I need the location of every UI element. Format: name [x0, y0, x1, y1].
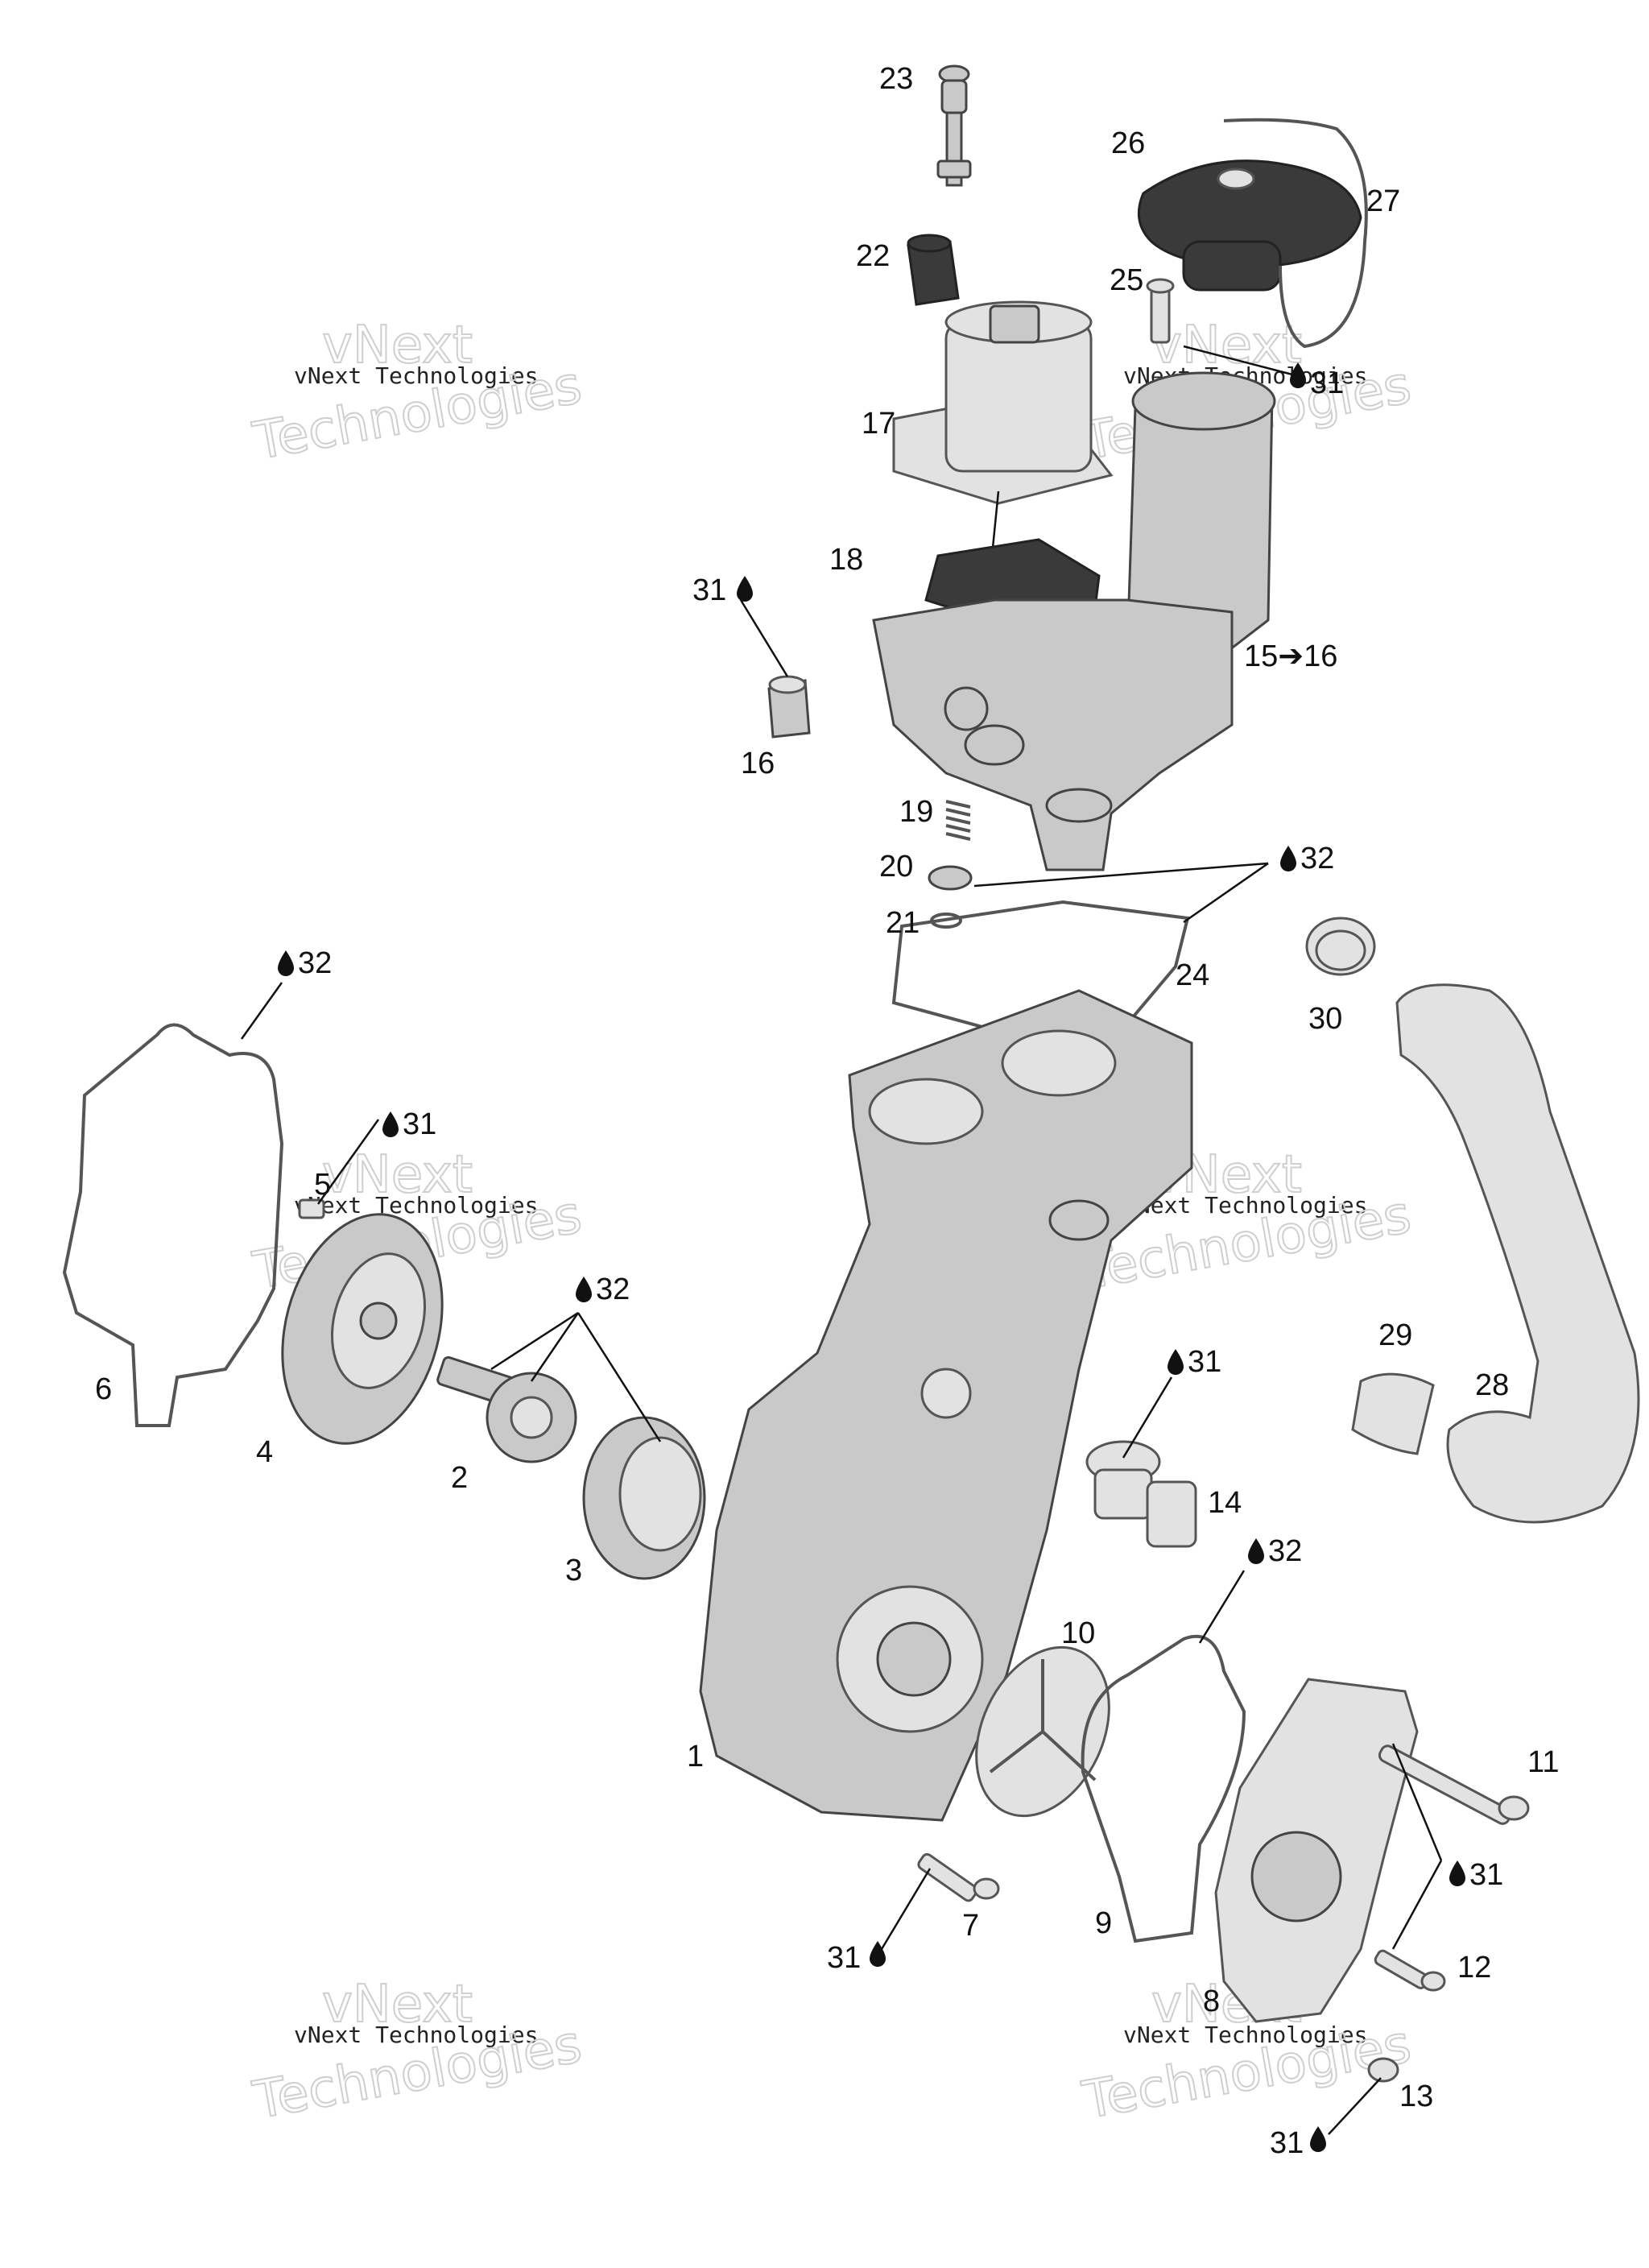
callout-1: 1 [687, 1740, 704, 1773]
callout-5: 5 [314, 1168, 331, 1202]
callout-19: 19 [899, 795, 933, 829]
callout-31: 31 [1188, 1345, 1221, 1379]
callout-29: 29 [1378, 1318, 1412, 1352]
callout-32: 32 [298, 946, 332, 980]
oil-drop-icon [1290, 362, 1306, 388]
callout-31: 31 [692, 573, 726, 607]
part-9-gasket [1081, 1634, 1246, 1943]
part-10-screen [975, 1645, 1110, 1818]
callout-21: 21 [886, 906, 920, 940]
callout-4: 4 [256, 1435, 273, 1469]
part-28-hose [1395, 983, 1640, 1524]
oil-drop-icon [278, 950, 294, 976]
watermark-line: vNext Technologies [294, 1192, 538, 1219]
callout-23: 23 [879, 62, 913, 96]
callout-2: 2 [451, 1461, 468, 1495]
part-23-bleed-screw [936, 64, 972, 187]
part-6-gasket [62, 1023, 284, 1427]
part-2-gear [436, 1355, 577, 1463]
part-3-rotor [582, 1416, 706, 1580]
part-19-spring [945, 800, 971, 841]
callout-31: 31 [1270, 2126, 1304, 2160]
part-20-washer [928, 865, 973, 891]
part-upper-housing [872, 598, 1234, 871]
watermark-top-left: vNext vNext Technologies Technologies [248, 315, 587, 473]
part-12-bolt [1374, 1949, 1446, 1992]
callout-25: 25 [1110, 263, 1143, 297]
part-1-main-housing [699, 989, 1193, 1822]
callouts: 23 26 27 22 25 31 17 18 31 15➔16 16 19 2… [95, 62, 1559, 2160]
leader-lines [240, 345, 1443, 2135]
watermark-line: vNext Technologies [1123, 1192, 1367, 1219]
watermark-vnext: vNext [1151, 316, 1302, 375]
callout-16: 16 [741, 747, 775, 780]
callout-31: 31 [1310, 366, 1344, 400]
callout-7: 7 [962, 1909, 979, 1943]
callout-13: 13 [1399, 2080, 1433, 2113]
part-13-plug [1367, 2057, 1399, 2083]
callout-18: 18 [829, 543, 863, 577]
callout-32: 32 [1268, 1534, 1302, 1568]
oil-drop-icon [1248, 1538, 1264, 1564]
callout-14: 14 [1208, 1486, 1242, 1520]
watermark-vnext: vNext [322, 316, 473, 375]
part-14-sensor [1085, 1440, 1197, 1548]
part-17-solenoid [892, 300, 1114, 613]
callout-3: 3 [565, 1554, 582, 1587]
callout-27: 27 [1366, 184, 1400, 218]
callout-24: 24 [1176, 958, 1209, 992]
watermark-bottom-left: vNext vNext Technologies Technologies [248, 1974, 587, 2132]
part-8-cover [1214, 1678, 1419, 2023]
part-reservoir-tube [1126, 371, 1276, 662]
callout-22: 22 [856, 239, 890, 273]
oil-drop-icon [1280, 846, 1296, 871]
callout-6: 6 [95, 1372, 112, 1406]
watermark-line: vNext Technologies [294, 362, 538, 389]
oil-drop-icon [1168, 1349, 1184, 1375]
callout-32: 32 [1300, 842, 1334, 875]
oil-drop-icon [737, 576, 753, 602]
oil-drop-icon [1449, 1860, 1465, 1886]
callout-11: 11 [1527, 1745, 1559, 1779]
callout-31: 31 [827, 1941, 861, 1975]
watermark-vnext: vNext [322, 1145, 473, 1205]
part-26-cap [1137, 159, 1362, 292]
watermark-line: vNext Technologies [1123, 2022, 1367, 2048]
part-29-band [1351, 1372, 1435, 1455]
part-27-tether [1223, 118, 1368, 349]
part-11-bolt [1378, 1744, 1530, 1825]
part-4-cover [281, 1213, 444, 1445]
callout-31: 31 [1469, 1858, 1503, 1892]
part-5-bolt [298, 1198, 325, 1219]
callout-8: 8 [1203, 1984, 1220, 2018]
oil-drop-icon [1310, 2126, 1326, 2152]
callout-12: 12 [1457, 1951, 1491, 1984]
part-30-clamp [1305, 917, 1376, 976]
callout-30: 30 [1308, 1002, 1342, 1036]
oil-drop-icons [278, 362, 1465, 2152]
part-16-bushing [767, 675, 811, 739]
callout-10: 10 [1061, 1616, 1095, 1650]
oil-drop-icon [870, 1941, 886, 1967]
callout-31: 31 [403, 1107, 436, 1141]
oil-drop-icon [576, 1277, 592, 1302]
callout-17: 17 [862, 407, 895, 441]
watermark-vnext: vNext [322, 1975, 473, 2034]
callout-28: 28 [1475, 1368, 1509, 1402]
callout-26: 26 [1111, 126, 1145, 160]
callout-32: 32 [596, 1273, 630, 1306]
callout-15-16: 15➔16 [1244, 639, 1337, 673]
callout-20: 20 [879, 850, 913, 884]
part-22-sleeve [907, 234, 960, 306]
oil-drop-icon [382, 1111, 399, 1137]
part-25-bolt [1146, 278, 1175, 344]
part-7-bolt [917, 1852, 1000, 1902]
callout-9: 9 [1095, 1906, 1112, 1940]
watermark-line: vNext Technologies [294, 2022, 538, 2048]
